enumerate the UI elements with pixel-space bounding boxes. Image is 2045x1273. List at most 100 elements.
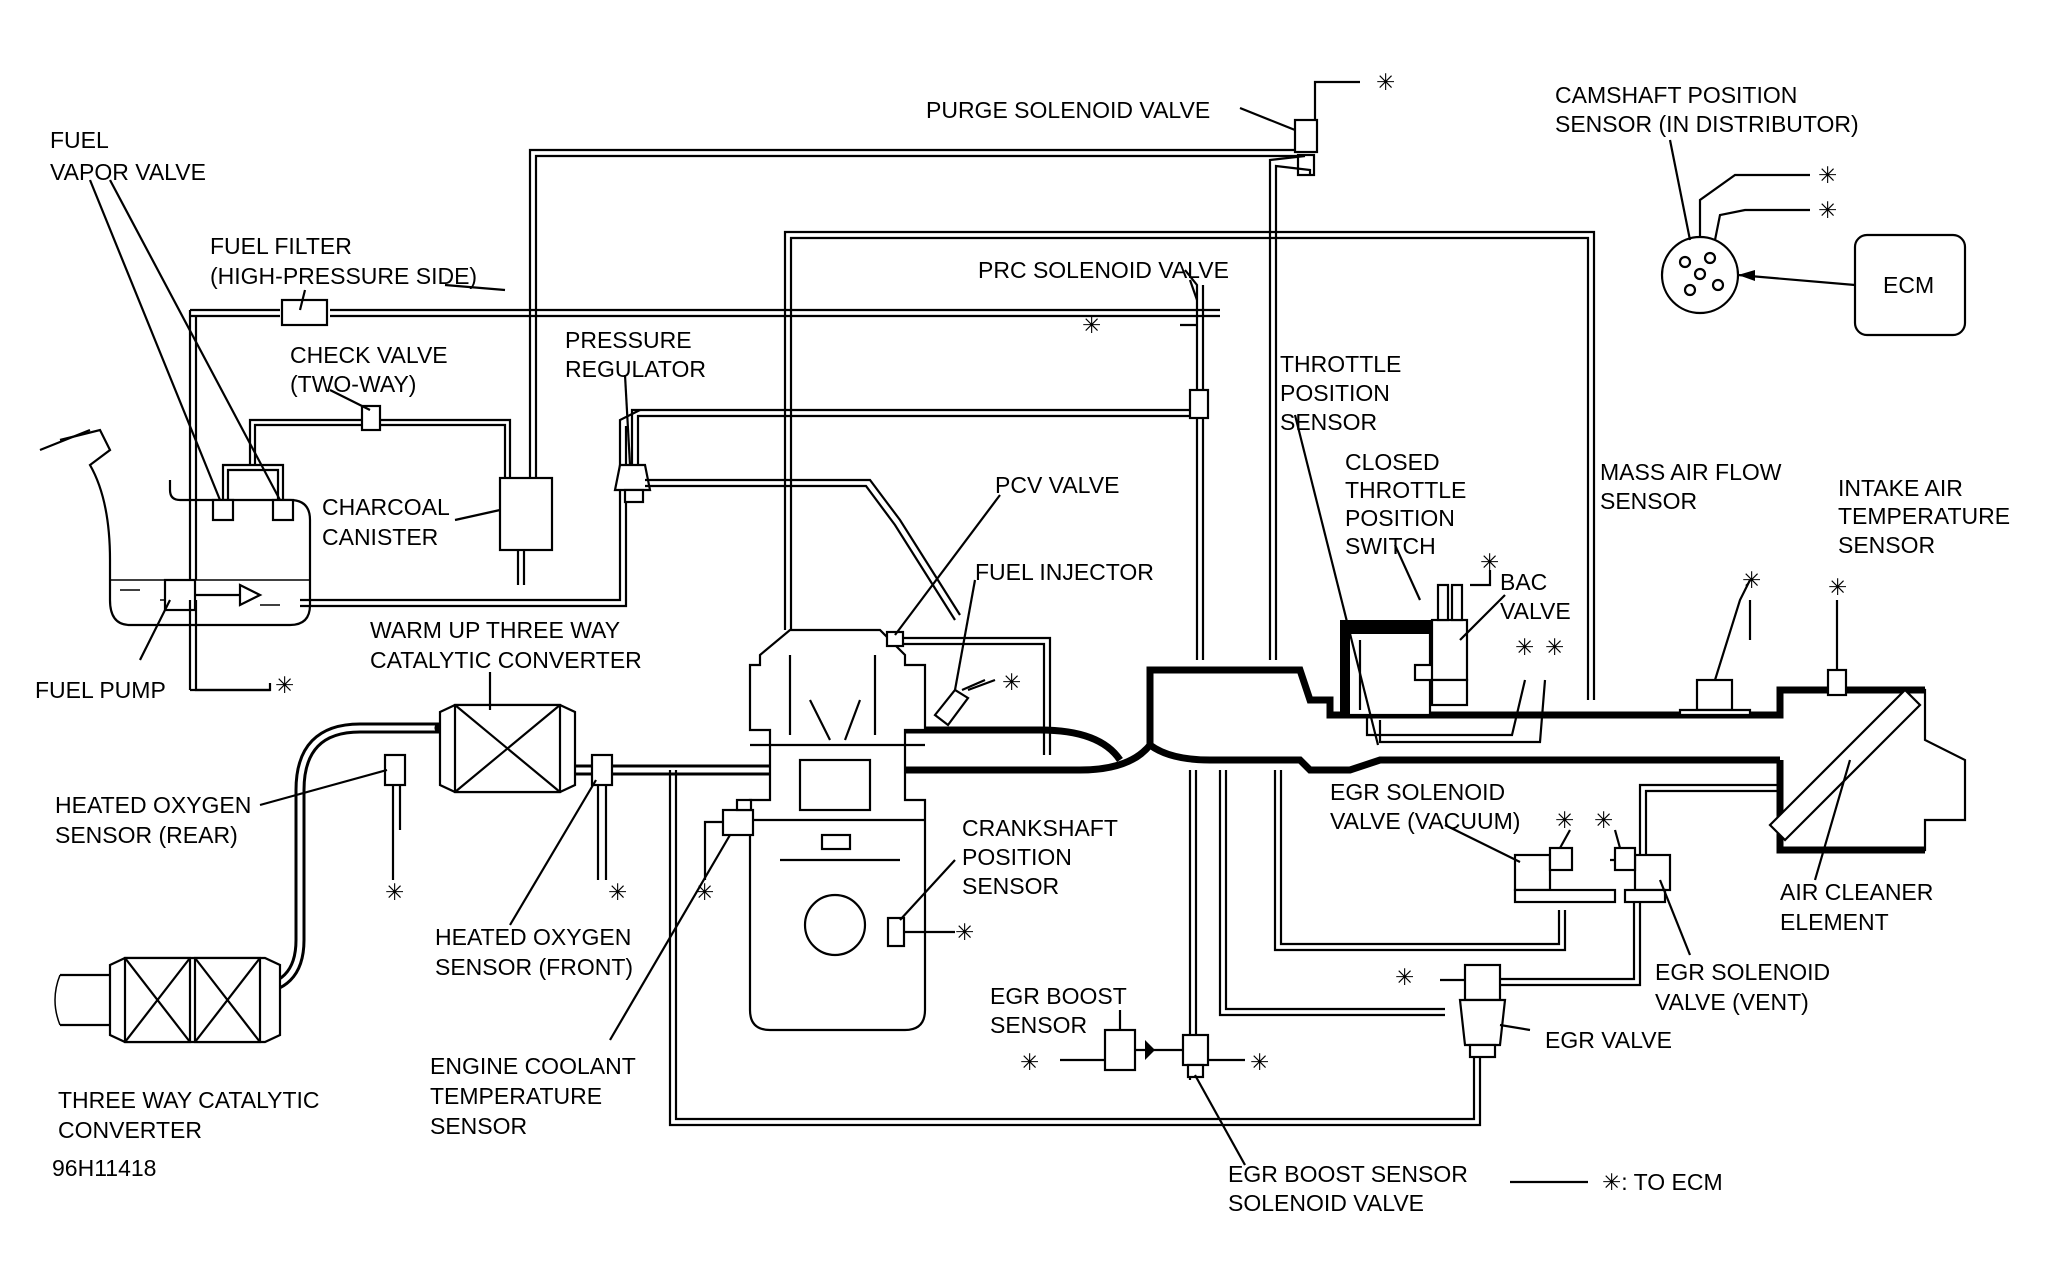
heated-oxygen-sensor-rear-label: HEATED OXYGEN xyxy=(55,792,251,818)
ecm-box xyxy=(1853,233,1967,337)
mass-air-flow-sensor-label: SENSOR xyxy=(1600,488,1697,514)
mass-air-flow-sensor xyxy=(1678,579,1752,717)
ecm-marker: ✳ xyxy=(1480,549,1499,575)
egr-valve xyxy=(1458,963,1507,1059)
bac-valve-label: BAC xyxy=(1500,569,1547,595)
three-way-converter-label: THREE WAY CATALYTIC xyxy=(58,1087,320,1113)
ecm-marker: ✳ xyxy=(1020,1049,1039,1075)
charcoal-canister-label: CHARCOAL xyxy=(322,494,450,520)
fuel-injector-label: FUEL INJECTOR xyxy=(975,559,1154,585)
egr-boost-sensor-label: EGR BOOST xyxy=(990,983,1127,1009)
pressure-regulator xyxy=(613,408,1195,621)
intake-air-temperature-sensor-label: INTAKE AIR xyxy=(1838,475,1963,501)
check-valve-label: (TWO-WAY) xyxy=(290,371,416,397)
ecm-marker: ✳ xyxy=(1515,634,1534,660)
ecm-marker: ✳ xyxy=(1555,807,1574,833)
three-way-catalytic-converter xyxy=(54,956,282,1044)
pressure-regulator-label: PRESSURE xyxy=(565,327,692,353)
crankshaft-position-sensor-label: SENSOR xyxy=(962,873,1059,899)
warm-up-converter-label: CATALYTIC CONVERTER xyxy=(370,647,642,673)
camshaft-position-sensor-label: CAMSHAFT POSITION xyxy=(1555,82,1797,108)
egr-solenoid-valve-vent xyxy=(1613,846,1672,904)
pressure-regulator-label: REGULATOR xyxy=(565,356,706,382)
crankshaft-position-sensor-label: POSITION xyxy=(962,844,1072,870)
ecm-marker: ✳ xyxy=(1376,69,1395,95)
crankshaft-position-sensor xyxy=(886,916,955,948)
intake-air-temperature-sensor-label: TEMPERATURE xyxy=(1838,503,2010,529)
leader-lines xyxy=(88,106,1852,1184)
purge-solenoid-valve-label: PURGE SOLENOID VALVE xyxy=(926,97,1210,123)
distributor xyxy=(1660,173,1856,315)
fuel-filter-label: FUEL FILTER xyxy=(210,233,352,259)
egr-boost-sensor-solenoid-valve xyxy=(1181,1033,1210,1079)
pcv-valve-label: PCV VALVE xyxy=(995,472,1119,498)
component-labels: FUEL VAPOR VALVE FUEL FILTER (HIGH-PRESS… xyxy=(35,82,2010,1216)
egr-boost-sensor-solenoid-valve-label: EGR BOOST SENSOR xyxy=(1228,1161,1468,1187)
check-valve-label: CHECK VALVE xyxy=(290,342,448,368)
engine-coolant-temperature-sensor xyxy=(721,798,755,837)
camshaft-position-sensor-label: SENSOR (IN DISTRIBUTOR) xyxy=(1555,111,1859,137)
bac-valve xyxy=(1430,583,1469,707)
legend-text: ✳: TO ECM xyxy=(1602,1169,1723,1195)
fuel-tank xyxy=(39,428,312,627)
fuel-filter-label: (HIGH-PRESSURE SIDE) xyxy=(210,263,477,289)
ecm-marker: ✳ xyxy=(955,919,974,945)
check-valve xyxy=(360,404,382,432)
ecm-marker: ✳ xyxy=(1742,567,1761,593)
egr-boost-sensor xyxy=(1103,1028,1185,1072)
closed-throttle-switch-label: THROTTLE xyxy=(1345,477,1466,503)
engine-block xyxy=(748,628,927,1032)
bac-valve-label: VALVE xyxy=(1500,598,1571,624)
throttle-position-sensor-label: SENSOR xyxy=(1280,409,1377,435)
heated-oxygen-sensor-front xyxy=(590,753,614,880)
heated-oxygen-sensor-front-label: SENSOR (FRONT) xyxy=(435,954,633,980)
ecm-marker: ✳ xyxy=(1818,162,1837,188)
intake-air-temperature-sensor xyxy=(1826,600,1848,697)
egr-solenoid-valve-vacuum xyxy=(1513,846,1617,904)
prc-solenoid-valve-label: PRC SOLENOID VALVE xyxy=(978,257,1229,283)
egr-boost-sensor-label: SENSOR xyxy=(990,1012,1087,1038)
fuel-injector xyxy=(933,678,986,727)
fuel-vapor-valve-label: FUEL xyxy=(50,127,109,153)
prc-solenoid-valve xyxy=(1180,269,1210,660)
air-cleaner-element-label: AIR CLEANER xyxy=(1780,879,1933,905)
engine-coolant-temperature-sensor-label: ENGINE COOLANT xyxy=(430,1053,636,1079)
ecm-marker: ✳ xyxy=(275,672,294,698)
egr-solenoid-vacuum-label: EGR SOLENOID xyxy=(1330,779,1505,805)
ecm-marker: ✳ xyxy=(1594,807,1613,833)
egr-valve-label: EGR VALVE xyxy=(1545,1027,1672,1053)
closed-throttle-switch-label: CLOSED xyxy=(1345,449,1440,475)
fuel-vapor-lines xyxy=(188,148,1305,692)
ecm-marker: ✳ xyxy=(1395,964,1414,990)
ecm-marker: ✳ xyxy=(385,879,404,905)
ecm-marker: ✳ xyxy=(1828,574,1847,600)
ecm-marker: ✳ xyxy=(1545,634,1564,660)
charcoal-canister-label: CANISTER xyxy=(322,524,438,550)
egr-boost-sensor-solenoid-valve-label: SOLENOID VALVE xyxy=(1228,1190,1424,1216)
egr-solenoid-vacuum-label: VALVE (VACUUM) xyxy=(1330,808,1520,834)
ecm-marker: ✳ xyxy=(695,879,714,905)
mass-air-flow-sensor-label: MASS AIR FLOW xyxy=(1600,459,1782,485)
fuel-pump-label: FUEL PUMP xyxy=(35,677,166,703)
throttle-body xyxy=(1340,620,1442,717)
vacuum-line-top xyxy=(783,230,1596,700)
warm-up-converter-label: WARM UP THREE WAY xyxy=(370,617,620,643)
ecm-marker: ✳ xyxy=(1002,669,1021,695)
engine-coolant-temperature-sensor-label: TEMPERATURE xyxy=(430,1083,602,1109)
ecm-label: ECM xyxy=(1883,272,1934,298)
engine-coolant-temperature-sensor-label: SENSOR xyxy=(430,1113,527,1139)
closed-throttle-switch-label: POSITION xyxy=(1345,505,1455,531)
throttle-position-sensor-label: THROTTLE xyxy=(1280,351,1401,377)
ecm-marker: ✳ xyxy=(608,879,627,905)
ecm-marker: ✳ xyxy=(1082,312,1101,338)
purge-solenoid-valve xyxy=(1268,80,1360,660)
air-cleaner xyxy=(1768,688,1967,852)
ecm-marker: ✳ xyxy=(1818,197,1837,223)
egr-solenoid-vent-label: VALVE (VENT) xyxy=(1655,989,1809,1015)
egr-solenoid-vent-label: EGR SOLENOID xyxy=(1655,959,1830,985)
heated-oxygen-sensor-rear-label: SENSOR (REAR) xyxy=(55,822,238,848)
closed-throttle-switch-label: SWITCH xyxy=(1345,533,1436,559)
figure-id: 96H11418 xyxy=(52,1155,156,1181)
pcv-valve xyxy=(885,630,1052,755)
